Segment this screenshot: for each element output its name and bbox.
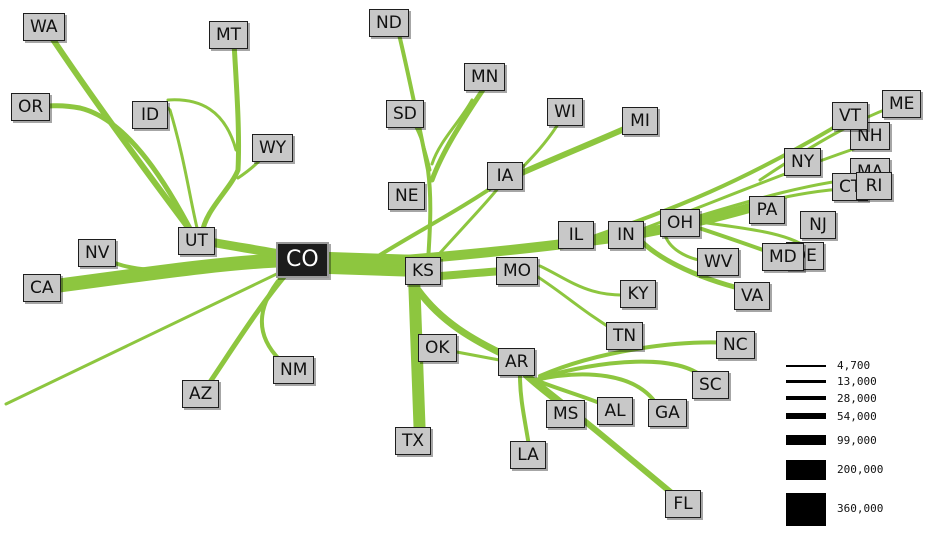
state-label-fl: FL [665,490,701,518]
state-label-sc: SC [692,371,729,399]
state-label-nc: NC [716,331,755,359]
state-label-ia: IA [487,162,523,190]
flow-co-ca [33,253,297,295]
state-label-tn: TN [606,322,644,350]
legend-bar-54000 [786,413,826,419]
flow-width-legend: 4,700 13,000 28,000 54,000 99,000 200,00… [780,356,930,531]
state-label-ks: KS [405,257,441,285]
flow-id-upper [166,98,238,152]
flow-mn-2 [430,98,474,166]
state-label-az: AZ [182,380,220,408]
legend-label-28000: 28,000 [837,392,877,405]
legend-label-54000: 54,000 [837,410,877,423]
state-label-wi: WI [547,98,583,126]
flow-co-sw [4,268,287,406]
state-label-wy: WY [252,134,294,162]
flow-ar-fl [522,371,683,503]
flow-mi [503,119,643,183]
state-label-ms: MS [546,400,586,428]
flow-mn [429,79,491,183]
state-label-me: ME [882,90,922,118]
state-label-or: OR [11,93,51,121]
state-label-sd: SD [386,100,424,128]
legend-label-4700: 4,700 [837,359,871,372]
state-label-mi: MI [622,107,658,135]
state-label-nh: NH [850,122,890,150]
flow-ut-or [29,103,197,239]
legend-bar-200000 [786,460,826,480]
legend-label-13000: 13,000 [837,375,877,388]
state-label-ok: OK [418,334,457,362]
legend-bar-13000 [786,380,826,383]
state-label-in: IN [608,221,644,249]
state-label-ga: GA [648,399,687,427]
legend-label-99000: 99,000 [837,434,877,447]
state-label-tx: TX [395,427,432,455]
state-label-id: ID [132,101,168,129]
state-label-ny: NY [784,148,822,176]
state-label-vt: VT [832,102,869,130]
state-label-ar: AR [498,348,536,376]
state-label-wv: WV [697,248,740,276]
state-label-oh: OH [660,209,701,237]
state-label-pa: PA [749,196,785,224]
flow-ut-mt-wy [199,39,242,237]
state-label-mn: MN [464,63,506,91]
state-label-ut: UT [178,227,215,255]
flow-ar-ga [533,372,662,412]
state-label-al: AL [597,397,633,425]
flow-ks-north [396,28,433,264]
legend-bar-99000 [786,435,826,445]
state-label-il: IL [558,221,594,249]
flow-ut-wa [45,29,199,241]
legend-label-200000: 200,000 [837,463,884,476]
flow-co-nm [259,274,284,362]
state-label-md: MD [762,243,804,271]
state-label-ne: NE [388,182,426,210]
state-label-mo: MO [496,257,539,285]
legend-bar-4700 [786,365,826,367]
state-label-ri: RI [856,172,892,200]
legend-bar-28000 [786,396,826,400]
legend-bar-360000 [786,493,826,526]
state-label-nd: ND [369,9,409,37]
origin-state-label-co: CO [276,242,329,278]
state-label-wa: WA [23,13,65,41]
state-label-ky: KY [620,280,656,308]
state-label-nv: NV [78,239,117,267]
legend-label-360000: 360,000 [837,502,884,515]
state-label-nj: NJ [800,211,836,239]
state-label-nm: NM [273,356,315,384]
state-label-va: VA [734,282,771,310]
state-label-ca: CA [23,274,61,302]
state-label-la: LA [510,441,546,469]
state-label-mt: MT [209,21,249,49]
